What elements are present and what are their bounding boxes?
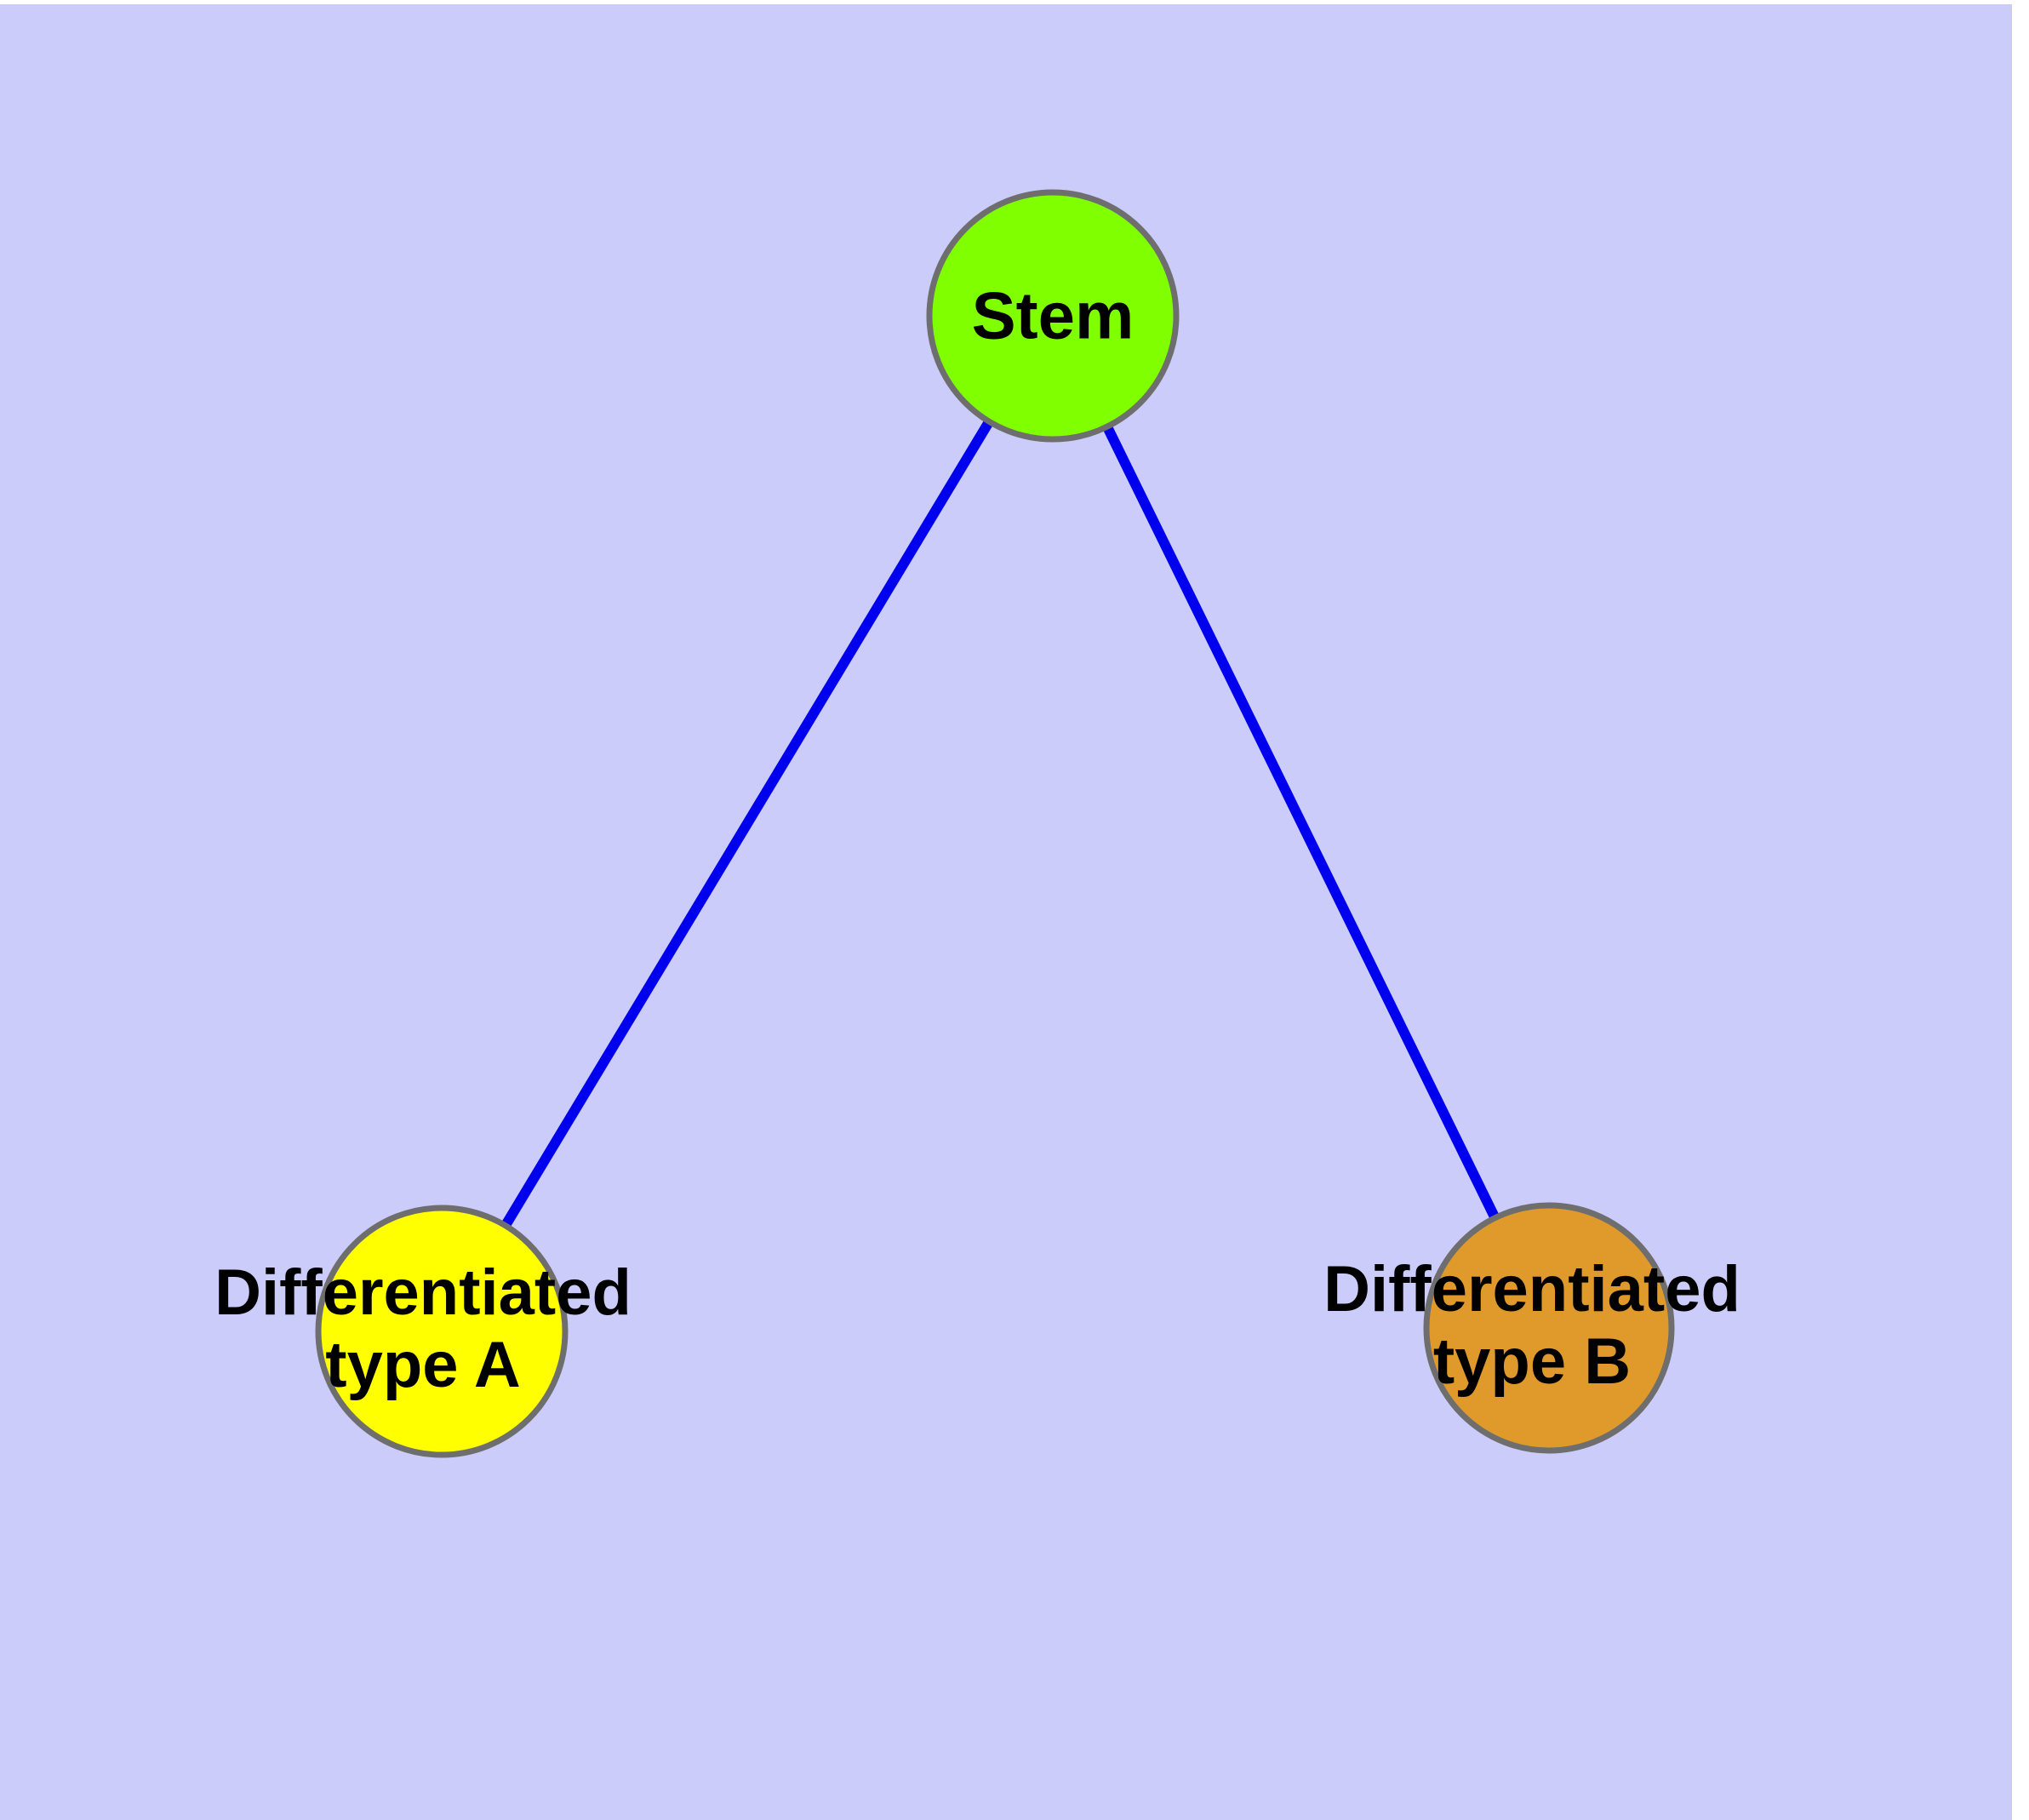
node-stem[interactable] — [926, 189, 1180, 443]
node-layer — [315, 189, 1675, 1458]
edge-stem-to-differentiated-a — [437, 312, 1058, 1335]
node-differentiated-type-a[interactable] — [315, 1205, 569, 1458]
node-differentiated-type-b[interactable] — [1423, 1202, 1675, 1454]
edge-stem-to-differentiated-b — [1048, 313, 1554, 1331]
edge-layer — [437, 312, 1554, 1335]
